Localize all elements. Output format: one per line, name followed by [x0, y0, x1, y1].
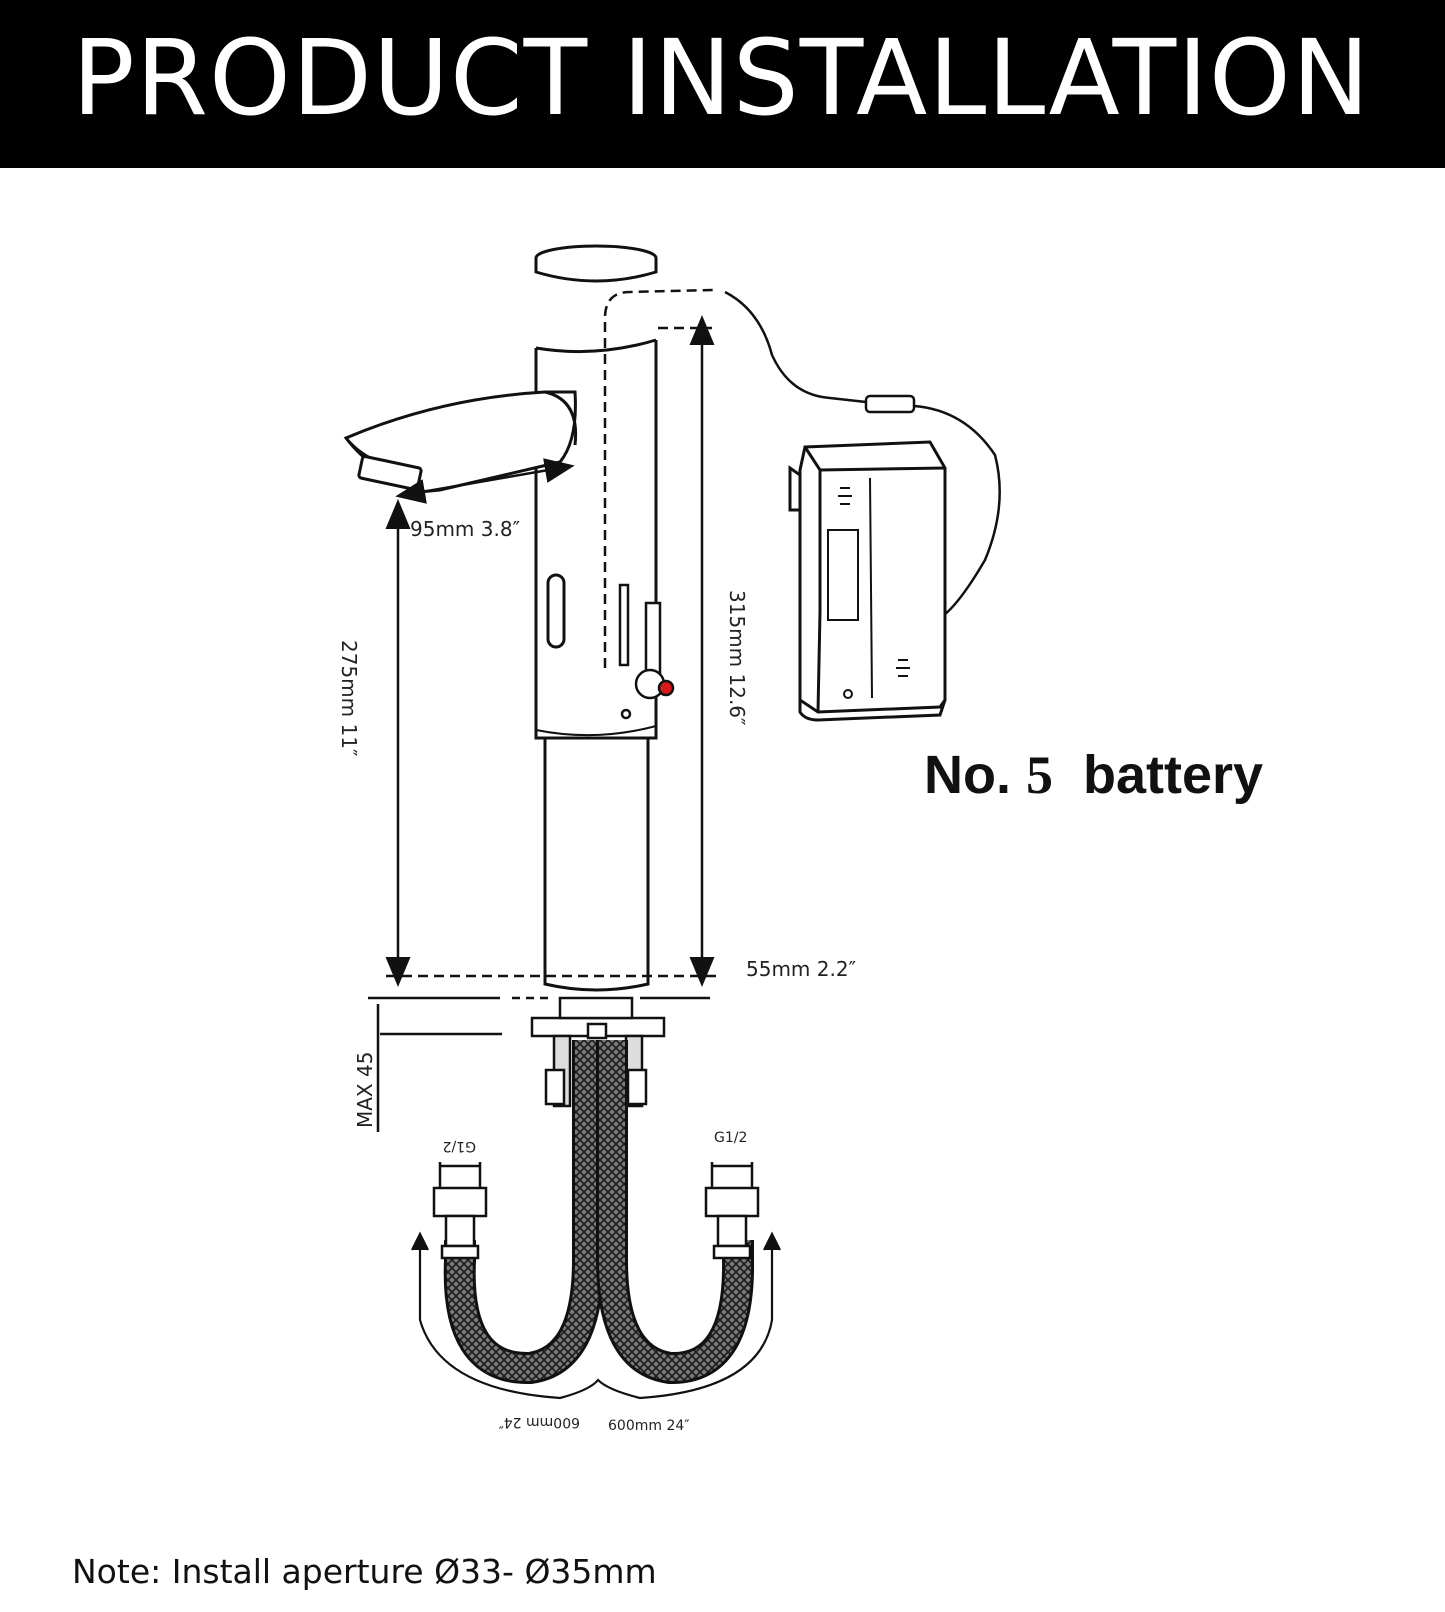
- mounting-hardware: [530, 996, 666, 1108]
- spout-reach-label: 95mm 3.8″: [410, 517, 520, 541]
- page-title: PRODUCT INSTALLATION: [72, 17, 1371, 139]
- battery-prefix: No.: [924, 745, 1011, 805]
- header-bar: PRODUCT INSTALLATION: [0, 0, 1445, 168]
- thread-left-label: G1/2: [443, 1138, 476, 1154]
- battery-number: 5: [1026, 745, 1054, 805]
- thread-right-label: G1/2: [714, 1130, 747, 1146]
- battery-word: battery: [1083, 745, 1264, 805]
- mixing-handle: [618, 583, 675, 720]
- spout-reach-dimension: [395, 458, 575, 504]
- max-thickness-label: MAX 45: [353, 1052, 377, 1128]
- faucet-spout: [343, 390, 578, 494]
- hose-length-dimension: [411, 1231, 781, 1400]
- hot-indicator-dot: [657, 679, 675, 697]
- hose-left-label: 600mm 24″: [499, 1414, 581, 1430]
- deck-baseline: [368, 974, 720, 1036]
- height-315-label: 315mm 12.6″: [725, 590, 749, 726]
- height-275-label: 275mm 11″: [337, 640, 361, 756]
- sensor-cable: [603, 288, 1001, 668]
- battery-box: [788, 440, 947, 722]
- battery-label: No. 5 battery: [924, 744, 1263, 806]
- faucet-body: [534, 244, 658, 992]
- installation-note: Note: Install aperture Ø33- Ø35mm: [72, 1552, 657, 1591]
- height-315-dimension: [658, 315, 715, 987]
- base-diameter-label: 55mm 2.2″: [746, 957, 856, 981]
- installation-diagram: 95mm 3.8″ 275mm 11″ 315mm 12.6″ 55mm 2.2…: [337, 244, 1001, 1434]
- hose-fittings: [432, 1162, 760, 1260]
- hose-right-label: 600mm 24″: [608, 1418, 690, 1434]
- braided-hoses: [443, 1040, 755, 1384]
